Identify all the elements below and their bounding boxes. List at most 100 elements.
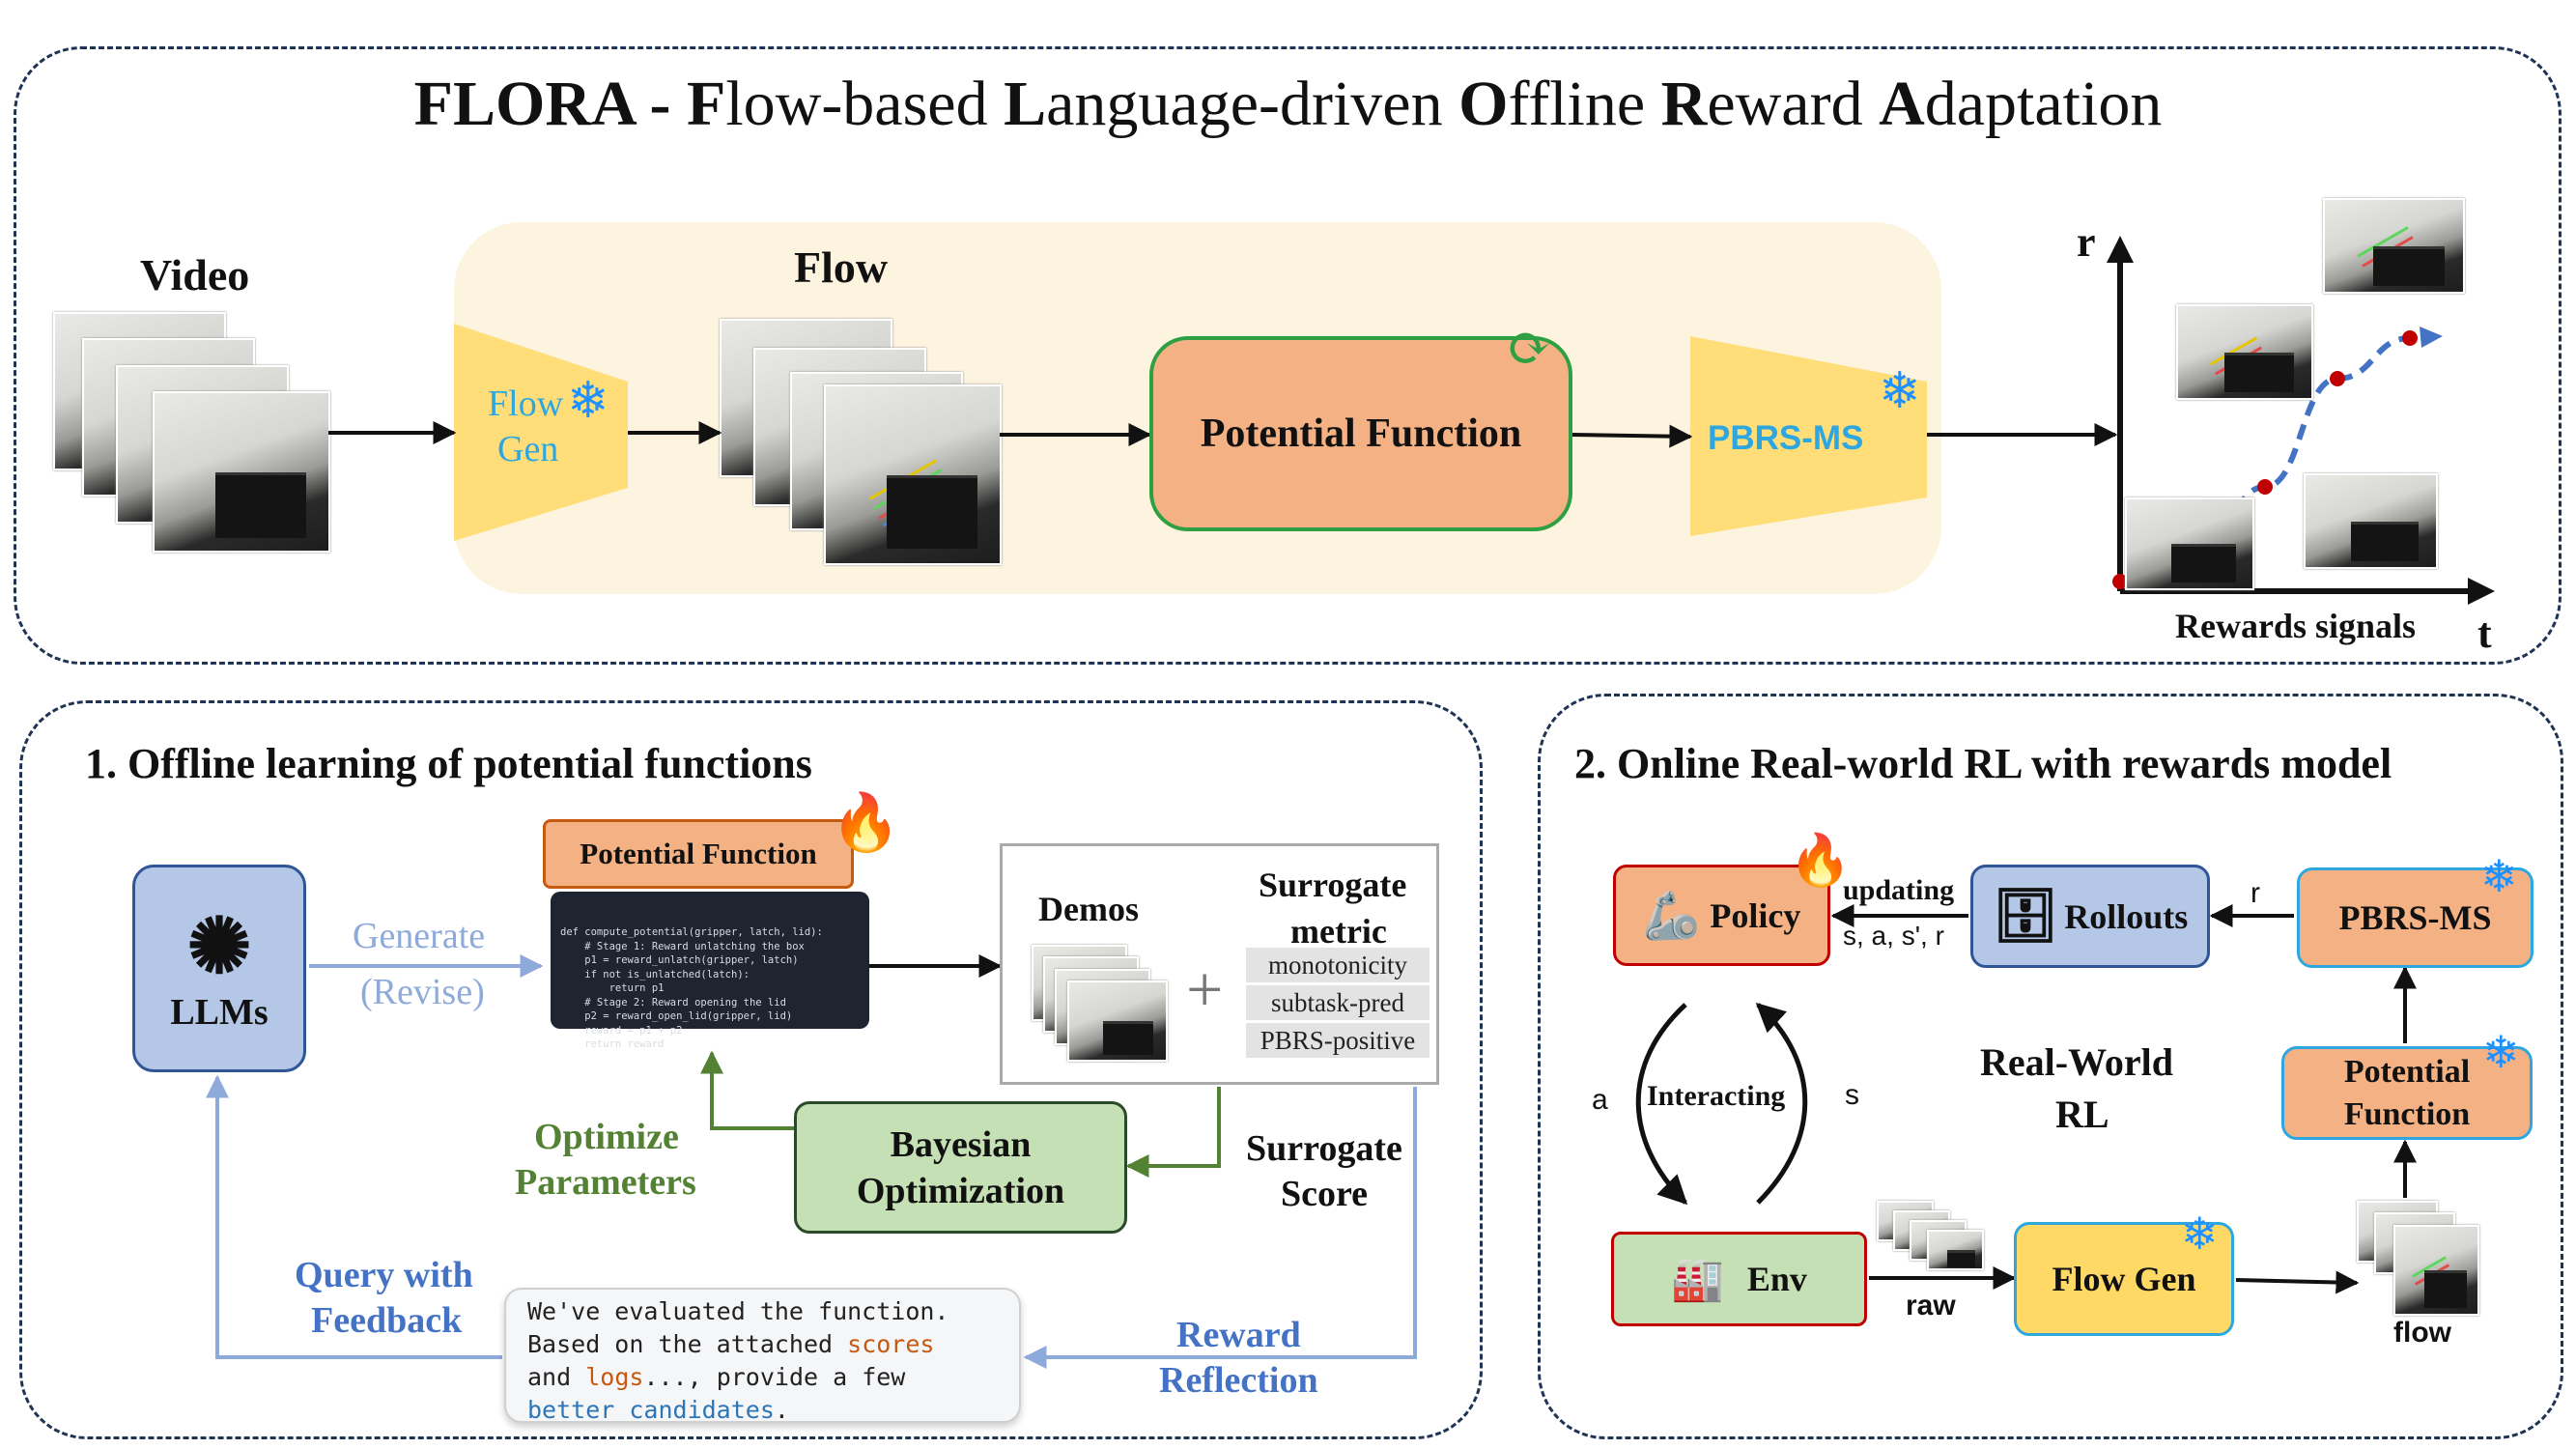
chart-thumb-3	[2176, 304, 2313, 400]
page-title: FLORA - Flow-based Language-driven Offli…	[0, 68, 2576, 141]
bayesian-label-2: Optimization	[856, 1170, 1065, 1211]
code-line: def compute_potential(gripper, latch, li…	[560, 926, 823, 938]
offline-panel	[19, 700, 1483, 1439]
chart-axes	[2117, 243, 2487, 594]
rewards-signals-label: Rewards signals	[2175, 607, 2417, 645]
policy-box: 🦾 Policy	[1613, 865, 1830, 966]
online-potential-function-box: Potential Function	[2281, 1046, 2533, 1140]
metric-tag: monotonicity	[1246, 948, 1430, 982]
online-panel	[1538, 694, 2563, 1439]
code-line: # Stage 2: Reward opening the lid	[560, 996, 786, 1009]
optimize-label-1: Optimize	[534, 1117, 679, 1157]
reflection-label-1: Reward	[1176, 1315, 1301, 1355]
frozen-snowflake-icon: ❄	[1879, 364, 1921, 419]
code-line: p1 = reward_unlatch(gripper, latch)	[560, 954, 799, 966]
title-part: A	[1879, 69, 1925, 139]
potential-function-label: Potential Function	[1200, 412, 1522, 456]
reflection-label-2: Reflection	[1159, 1360, 1318, 1401]
tuple-label: s, a, s', r	[1843, 921, 1944, 951]
chart-point	[2330, 371, 2345, 386]
code-line: p2 = reward_open_lid(gripper, lid)	[560, 1010, 793, 1022]
revise-label: (Revise)	[360, 972, 485, 1012]
demos-label: Demos	[1038, 890, 1139, 928]
flow-label: Flow	[794, 242, 889, 292]
title-part: daptation	[1924, 69, 2163, 139]
action-a-label: a	[1592, 1084, 1608, 1116]
flow-out-label: flow	[2393, 1317, 2451, 1349]
title-part: anguage-driven	[1046, 69, 1459, 139]
code-line: return reward	[560, 1038, 665, 1050]
online-pbrs-ms-box: PBRS-MS	[2297, 867, 2534, 968]
llms-label: LLMs	[170, 991, 269, 1033]
real-world-label-2: RL	[2055, 1093, 2109, 1136]
metric-tag: subtask-pred	[1246, 985, 1430, 1020]
robot-arm-icon: 🦾	[1642, 891, 1701, 942]
real-world-label-1: Real-World	[1980, 1040, 2173, 1084]
title-part: F	[686, 69, 726, 139]
x-axis-arrowhead	[2468, 578, 2495, 605]
feedback-line: better candidates.	[527, 1396, 789, 1424]
surrogate-metric-label-1: Surrogate	[1259, 866, 1407, 904]
r-label: r	[2250, 877, 2260, 909]
env-box: 🏭 Env	[1611, 1232, 1867, 1326]
title-part: low-based	[725, 69, 1005, 139]
surrogate-score-label-1: Surrogate	[1246, 1128, 1402, 1169]
updating-label: updating	[1843, 874, 1955, 906]
interacting-label: Interacting	[1647, 1080, 1786, 1112]
plus-sign: +	[1186, 952, 1224, 1026]
query-label-2: Feedback	[311, 1300, 463, 1341]
video-label: Video	[140, 250, 250, 299]
surrogate-score-label-2: Score	[1281, 1174, 1369, 1214]
frozen-snowflake-icon: ❄	[567, 374, 609, 429]
offline-heading: 1. Offline learning of potential functio…	[85, 740, 812, 787]
pbrs-trapezoid	[1690, 336, 1927, 536]
feedback-message: We've evaluated the function. Based on t…	[504, 1288, 1021, 1424]
database-icon: 🗄	[1992, 887, 2059, 945]
code-line: reward = p1 + p2	[560, 1024, 683, 1037]
flow-gen-label-2: Gen	[497, 429, 559, 469]
chart-thumb-4	[2323, 198, 2465, 294]
feedback-line: We've evaluated the function.	[527, 1297, 949, 1325]
title-part: ffline	[1508, 69, 1661, 139]
surrogate-metric-label-2: metric	[1290, 912, 1387, 951]
online-heading: 2. Online Real-world RL with rewards mod…	[1574, 740, 2392, 787]
axis-t-label: t	[2477, 610, 2492, 657]
chart-point	[2402, 330, 2418, 346]
bayesian-label-1: Bayesian	[890, 1123, 1032, 1165]
online-flow-gen-label: Flow Gen	[2052, 1260, 2196, 1298]
y-axis-arrowhead	[2107, 236, 2134, 263]
factory-icon: 🏭	[1671, 1256, 1724, 1303]
query-label-1: Query with	[295, 1255, 473, 1295]
chart-thumb-2	[2304, 473, 2438, 569]
online-potential-label-2: Function	[2343, 1095, 2471, 1132]
code-line: return p1	[560, 982, 665, 994]
generate-label: Generate	[353, 916, 486, 956]
online-flow-gen-box: Flow Gen	[2014, 1222, 2234, 1336]
code-line: # Stage 1: Reward unlatching the box	[560, 940, 805, 952]
title-part: R	[1660, 69, 1708, 139]
title-part: O	[1458, 69, 1509, 139]
frozen-snowflake-icon: ❄	[2181, 1209, 2219, 1259]
demo-frame-4	[1067, 980, 1168, 1062]
code-line: if not is_unlatched(latch):	[560, 968, 750, 980]
title-part: L	[1004, 69, 1047, 139]
title-part: eward	[1707, 69, 1880, 139]
rollouts-box: 🗄 Rollouts	[1970, 865, 2210, 968]
frozen-snowflake-icon: ❄	[2482, 1028, 2520, 1077]
online-potential-label-1: Potential	[2343, 1053, 2471, 1090]
pbrs-ms-label: PBRS-MS	[1708, 419, 1864, 457]
title-part: FLORA -	[413, 69, 687, 139]
refresh-cycle-icon: ⟳	[1507, 319, 1552, 379]
top-diagram-svg	[328, 236, 2495, 605]
top-panel	[14, 46, 2562, 665]
raw-frame-4	[1927, 1230, 1984, 1270]
code-block: def compute_potential(gripper, latch, li…	[551, 892, 869, 1050]
metric-tag: PBRS-positive	[1246, 1023, 1430, 1058]
chart-thumb-1	[2125, 497, 2254, 590]
arrow-potential-to-pbrs	[1571, 424, 1693, 448]
demos-metric-box	[1000, 843, 1439, 1085]
optimize-label-2: Parameters	[515, 1162, 696, 1203]
flow-frame-4	[824, 384, 1002, 565]
state-s-label: s	[1845, 1079, 1859, 1111]
